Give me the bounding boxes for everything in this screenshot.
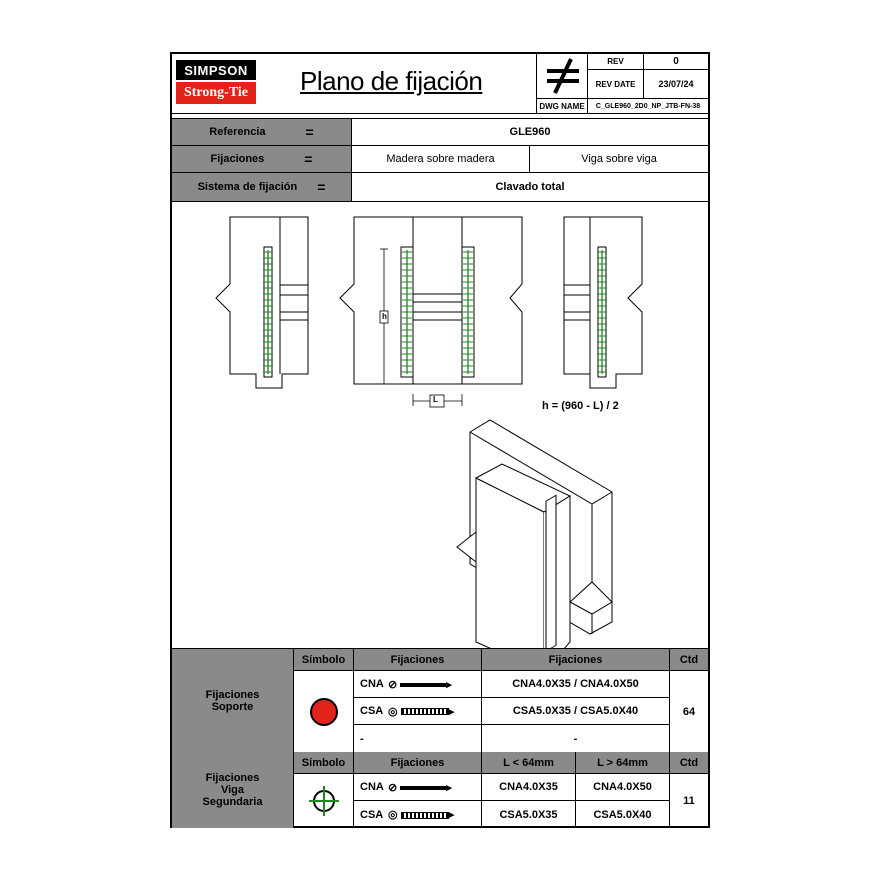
fastener-value: CNA4.0X35 / CNA4.0X50 bbox=[512, 678, 639, 690]
cna-nail-icon: ⊘ ▸ bbox=[388, 678, 452, 691]
col-ctd: Ctd bbox=[679, 653, 699, 666]
col-fijaciones: Fijaciones bbox=[390, 653, 445, 666]
info-block: Referencia = GLE960 Fijaciones = Madera … bbox=[172, 114, 708, 202]
technical-drawing bbox=[215, 216, 643, 648]
fastener-big: CSA5.0X40 bbox=[593, 808, 652, 821]
fijaciones-value-1: Madera sobre madera bbox=[386, 153, 495, 165]
col-simbolo: Símbolo bbox=[301, 756, 346, 769]
rev-date-value: 23/07/24 bbox=[658, 79, 694, 89]
referencia-label: Referencia bbox=[209, 126, 266, 138]
not-equal-icon bbox=[536, 54, 588, 98]
fastener-small: CSA5.0X35 bbox=[499, 808, 558, 821]
simpson-logo: SIMPSON bbox=[176, 60, 256, 80]
rev-date-label: REV DATE bbox=[595, 79, 636, 89]
fastener-type: CSA bbox=[360, 705, 384, 717]
fastener-type: CNA bbox=[360, 678, 384, 690]
beam-section-label: Segundaria bbox=[202, 796, 263, 808]
sistema-value: Clavado total bbox=[495, 181, 565, 193]
equals-sign: = bbox=[304, 151, 313, 167]
col-l-big: L > 64mm bbox=[597, 756, 648, 769]
referencia-value: GLE960 bbox=[509, 126, 551, 138]
fastener-type: CNA bbox=[360, 781, 384, 793]
fastener-small: CNA4.0X35 bbox=[499, 781, 558, 793]
support-section-label: Soporte bbox=[211, 700, 254, 713]
sistema-label: Sistema de fijación bbox=[197, 181, 298, 193]
dwg-name-label: DWG NAME bbox=[539, 102, 585, 111]
rev-value: 0 bbox=[673, 56, 679, 67]
col-ctd: Ctd bbox=[679, 756, 699, 769]
title-block: SIMPSON Strong-Tie Plano de fijación DWG… bbox=[172, 54, 708, 114]
front-view bbox=[339, 216, 523, 408]
beam-ctd: 11 bbox=[683, 795, 695, 807]
col-simbolo: Símbolo bbox=[301, 653, 346, 666]
strong-tie-logo: Strong-Tie bbox=[176, 82, 256, 104]
fijaciones-label: Fijaciones bbox=[210, 153, 265, 165]
beam-section-label: Viga bbox=[220, 784, 245, 796]
page-title: Plano de fijación bbox=[300, 66, 483, 96]
fijaciones-value-2: Viga sobre viga bbox=[581, 153, 657, 165]
beam-section-label: Fijaciones bbox=[205, 772, 260, 784]
beam-table: Fijaciones Viga Segundaria Símbolo Fijac… bbox=[172, 752, 708, 828]
side-view-right bbox=[563, 216, 643, 389]
formula: h = (960 - L) / 2 bbox=[542, 400, 619, 412]
rev-label: REV bbox=[607, 57, 624, 66]
drawing-sheet: SIMPSON Strong-Tie Plano de fijación DWG… bbox=[170, 52, 710, 828]
red-dot-symbol-icon bbox=[309, 697, 338, 726]
fastener-type: - bbox=[360, 732, 364, 745]
fastener-value: CSA5.0X35 / CSA5.0X40 bbox=[512, 705, 639, 717]
dim-h-label: h bbox=[382, 312, 387, 321]
equals-sign: = bbox=[305, 124, 314, 140]
support-table: Fijaciones Soporte Símbolo Fijaciones Fi… bbox=[172, 648, 708, 753]
col-l-small: L < 64mm bbox=[503, 756, 554, 769]
cna-nail-icon: ⊘ ▸ bbox=[388, 781, 452, 794]
dwg-name-value: C_GLE960_2D0_NP_JTB-FN-38 bbox=[595, 103, 701, 110]
support-section-label: Fijaciones bbox=[205, 688, 260, 701]
isometric-view bbox=[456, 419, 613, 648]
equals-sign: = bbox=[317, 179, 326, 195]
col-fijaciones: Fijaciones bbox=[390, 756, 445, 769]
fastener-value: - bbox=[573, 732, 578, 745]
fastener-big: CNA4.0X50 bbox=[593, 781, 652, 793]
side-view-left bbox=[215, 216, 309, 389]
fastener-type: CSA bbox=[360, 808, 384, 821]
csa-screw-icon: ◎ ▸ bbox=[388, 705, 455, 718]
csa-screw-icon: ◎ ▸ bbox=[388, 809, 455, 821]
col-fijaciones: Fijaciones bbox=[548, 653, 603, 666]
green-crosshair-symbol-icon bbox=[308, 786, 339, 816]
dim-l-label: L bbox=[433, 395, 438, 404]
support-ctd: 64 bbox=[682, 705, 696, 718]
